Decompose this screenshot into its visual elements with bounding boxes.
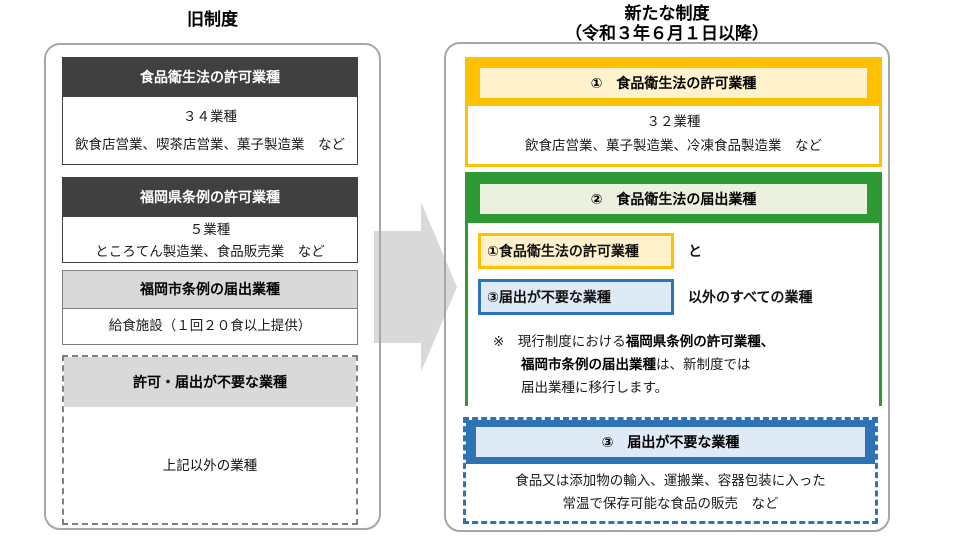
no-notification-chip-suffix: 以外のすべての業種	[688, 289, 813, 305]
new-box-no-notification-header: ③ 届出が不要な業種	[476, 427, 865, 457]
new-box-permit-header-band: ① 食品衛生法の許可業種	[468, 60, 879, 106]
transition-note-line3: 届出業種に移行します。	[521, 380, 669, 395]
no-notification-chip: ③届出が不要な業種	[478, 279, 674, 315]
new-box3-line1: 食品又は添加物の輸入、運搬業、容器包装に入った	[515, 473, 826, 488]
new-box-no-notification-body: 食品又は添加物の輸入、運搬業、容器包装に入った 常温で保存可能な食品の販売 など	[466, 464, 875, 515]
new-box-notification-header: ② 食品衛生法の届出業種	[480, 184, 867, 214]
transition-note: ※ 現行制度における福岡県条例の許可業種、 福岡市条例の届出業種は、新制度では …	[493, 330, 859, 399]
new-box-permit-body: ３２業種 飲食店営業、菓子製造業、冷凍食品製造業 など	[468, 106, 879, 164]
new-box1-count: ３２業種	[646, 114, 701, 129]
new-box-notification-body: ①食品衛生法の許可業種 と ③届出が不要な業種 以外のすべての業種 ※ 現行制度…	[468, 233, 879, 409]
transition-arrow-icon	[374, 202, 457, 372]
old-block1-count: ３４業種	[183, 109, 237, 124]
new-box-notification: ② 食品衛生法の届出業種 ①食品衛生法の許可業種 と ③届出が不要な業種 以外の…	[465, 172, 882, 409]
old-block1-examples: 飲食店営業、喫茶店営業、菓子製造業 など	[75, 137, 345, 152]
note-line1-regular: ※ 現行制度における	[493, 334, 626, 349]
new-box-no-notification: ③ 届出が不要な業種 食品又は添加物の輸入、運搬業、容器包装に入った 常温で保存…	[463, 417, 878, 524]
chip-row-permit: ①食品衛生法の許可業種 と	[478, 233, 879, 269]
new-box3-line2: 常温で保存可能な食品の販売 など	[562, 496, 779, 511]
old-block-city-ordinance-notification-header: 福岡市条例の届出業種	[62, 270, 358, 309]
old-block-pref-ordinance-permit: 福岡県条例の許可業種 ５業種 ところてん製造業、食品販売業 など	[62, 177, 358, 263]
old-block-no-permit-needed: 許可・届出が不要な業種 上記以外の業種	[62, 355, 358, 525]
note-line2-bold: 福岡市条例の届出業種	[521, 357, 656, 372]
permit-chip-suffix: と	[688, 243, 702, 259]
old-block-food-sanitation-permit-body: ３４業種 飲食店営業、喫茶店営業、菓子製造業 など	[62, 97, 358, 165]
new-box-permit: ① 食品衛生法の許可業種 ３２業種 飲食店営業、菓子製造業、冷凍食品製造業 など	[465, 57, 882, 167]
old-block2-count: ５業種	[189, 222, 231, 237]
new-system-panel	[444, 42, 890, 532]
old-block2-examples: ところてん製造業、食品販売業 など	[95, 244, 325, 259]
chip-row-no-notification: ③届出が不要な業種 以外のすべての業種	[478, 279, 879, 315]
note-line1-bold: 福岡県条例の許可業種、	[625, 334, 775, 349]
new-box1-examples: 飲食店営業、菓子製造業、冷凍食品製造業 など	[525, 138, 822, 153]
old-block-city-ordinance-notification-body: 給食施設（１回２０食以上提供）	[62, 309, 358, 345]
new-system-title: 新たな制度 （令和３年６月１日以降）	[444, 4, 890, 44]
old-system-panel	[44, 43, 381, 530]
old-block-pref-ordinance-permit-header: 福岡県条例の許可業種	[62, 177, 358, 217]
old-block-food-sanitation-permit: 食品衛生法の許可業種 ３４業種 飲食店営業、喫茶店営業、菓子製造業 など	[62, 57, 358, 165]
new-box-permit-header: ① 食品衛生法の許可業種	[480, 68, 867, 98]
old-system-title: 旧制度	[187, 10, 238, 29]
transition-note-line2: 福岡市条例の届出業種は、新制度では	[493, 353, 859, 376]
new-system-title-line1: 新たな制度	[624, 4, 710, 23]
old-block-city-ordinance-notification: 福岡市条例の届出業種 給食施設（１回２０食以上提供）	[62, 270, 358, 345]
old-block-pref-ordinance-permit-body: ５業種 ところてん製造業、食品販売業 など	[62, 217, 358, 263]
old-block-no-permit-needed-header: 許可・届出が不要な業種	[64, 357, 356, 407]
new-box-no-notification-header-band: ③ 届出が不要な業種	[466, 420, 875, 464]
new-system-title-line2: （令和３年６月１日以降）	[565, 24, 769, 43]
transition-note-line1: ※ 現行制度における福岡県条例の許可業種、	[493, 330, 859, 353]
old-block-food-sanitation-permit-header: 食品衛生法の許可業種	[62, 57, 358, 97]
old-block-no-permit-needed-body: 上記以外の業種	[162, 458, 258, 473]
note-line2-regular: は、新制度では	[656, 357, 751, 372]
new-box-notification-header-band: ② 食品衛生法の届出業種	[468, 175, 879, 223]
permit-chip: ①食品衛生法の許可業種	[478, 233, 674, 269]
